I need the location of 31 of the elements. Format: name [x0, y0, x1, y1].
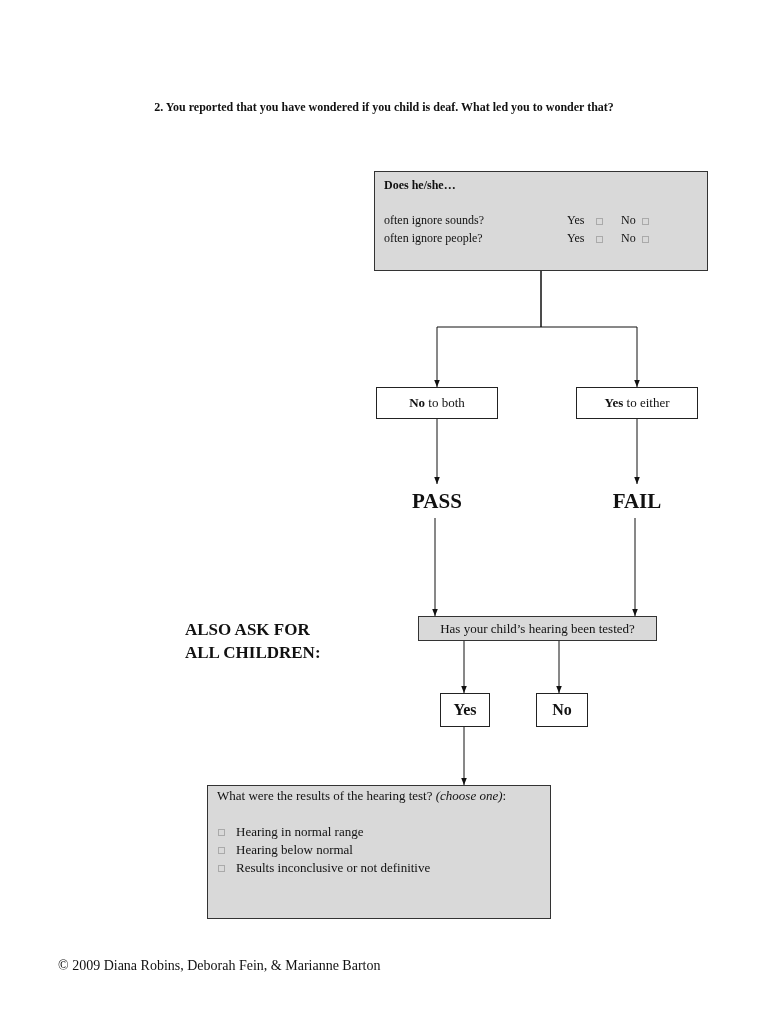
option-text: Results inconclusive or not definitive	[236, 860, 431, 876]
arrow	[461, 640, 467, 694]
outcome-box: Yes to either	[576, 387, 698, 419]
arrow	[540, 270, 640, 388]
arrow	[461, 726, 467, 786]
arrow	[556, 640, 562, 694]
answer-box: Yes	[440, 693, 490, 727]
arrow	[434, 418, 440, 485]
instruction-text: ALSO ASK FOR ALL CHILDREN:	[185, 619, 322, 664]
result-text: FAIL	[597, 484, 677, 518]
option-text: often ignore people?	[384, 231, 483, 246]
question-heading: 2. You reported that you have wondered if you child is deaf. What led you to wonder that?	[153, 99, 615, 116]
option-text: No	[621, 231, 636, 246]
question-box	[374, 171, 708, 271]
outcome-box: No to both	[376, 387, 498, 419]
answer-box: No	[536, 693, 588, 727]
copyright-text: © 2009 Diana Robins, Deborah Fein, & Marianne Barton	[58, 957, 382, 975]
option-text: Yes	[567, 213, 585, 228]
question-box	[207, 785, 551, 919]
option-text: What were the results of the hearing test? (choose one):	[217, 788, 507, 804]
option-text: Hearing below normal	[236, 842, 353, 858]
arrow	[632, 517, 638, 617]
arrow	[432, 517, 438, 617]
option-text: Hearing in normal range	[236, 824, 364, 840]
option-text: often ignore sounds?	[384, 213, 484, 228]
arrow	[634, 418, 640, 485]
result-text: PASS	[397, 484, 477, 518]
heading: Does he/she…	[384, 178, 456, 193]
option-text: Yes	[567, 231, 585, 246]
option-text: No	[621, 213, 636, 228]
question-box: Has your child’s hearing been tested?	[418, 616, 657, 641]
